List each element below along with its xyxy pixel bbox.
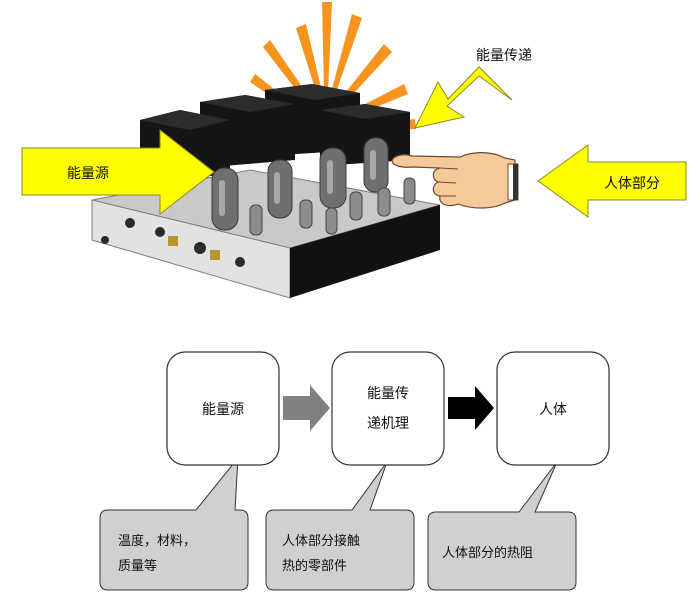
callout-body	[427, 461, 577, 591]
flow-arrow-black	[448, 386, 494, 430]
box-transfer-mechanism	[331, 351, 445, 466]
energy-source-arrow	[21, 128, 215, 216]
box-body-label: 人体	[539, 402, 567, 418]
flow-arrow-gray	[283, 385, 330, 431]
callout-source-line2: 质量等	[118, 558, 157, 574]
callout-mechanism-line2: 热的零部件	[282, 558, 347, 574]
energy-source-label: 能量源	[67, 166, 109, 182]
callout-source	[99, 456, 249, 591]
callout-mechanism	[265, 461, 415, 591]
box-transfer-mechanism-line1: 能量传	[367, 386, 409, 402]
energy-transfer-arrow	[414, 66, 513, 129]
box-energy-source-label: 能量源	[202, 402, 244, 418]
callout-source-line1: 温度，材料，	[118, 533, 196, 549]
pointing-finger-icon	[391, 152, 519, 209]
callout-body-line1: 人体部分的热阻	[442, 545, 533, 561]
box-transfer-mechanism-line2: 递机理	[367, 416, 409, 432]
body-part-label: 人体部分	[604, 176, 660, 192]
body-part-arrow	[537, 144, 687, 218]
box-energy-source	[166, 351, 280, 466]
callout-mechanism-line1: 人体部分接触	[282, 533, 360, 549]
box-body	[496, 351, 610, 466]
energy-transfer-label: 能量传递	[476, 48, 532, 64]
